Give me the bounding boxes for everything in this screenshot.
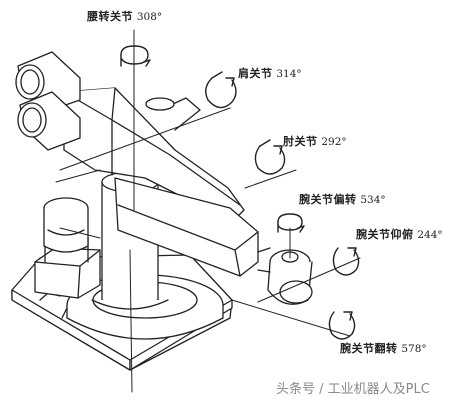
waist-arrow-icon — [120, 45, 151, 67]
rotation-arrows — [120, 45, 360, 340]
wrist-roll-joint-angle: 578° — [401, 343, 427, 355]
wrist-pitch-joint-angle: 244° — [417, 229, 443, 241]
wrist-yaw-arrow-icon — [277, 213, 305, 233]
wrist-roll-joint-name: 腕关节翻转 — [340, 342, 398, 355]
forearm — [114, 177, 259, 277]
wrist-roll-joint-label: 腕关节翻转 578° — [340, 342, 427, 356]
elbow-joint-name: 肘关节 — [283, 135, 318, 148]
shoulder-joint-name: 肩关节 — [238, 67, 273, 80]
waist-joint-angle: 308° — [136, 11, 163, 23]
waist-joint-name: 腰转关节 — [87, 10, 133, 23]
shoulder-joint-angle: 314° — [276, 68, 302, 80]
elbow-arrow-icon — [254, 139, 286, 175]
watermark: 头条号 / 工业机器人及PLC — [276, 382, 430, 397]
wrist-roll-arrow-icon — [328, 311, 356, 340]
elbow-joint-label: 肘关节 292° — [283, 135, 347, 149]
shoulder-joint-label: 肩关节 314° — [238, 67, 302, 81]
wrist-pitch-joint-name: 腕关节仰俯 — [356, 228, 414, 241]
waist-joint-label: 腰转关节 308° — [87, 10, 162, 24]
wrist — [257, 247, 313, 305]
wrist-pitch-arrow-icon — [332, 247, 360, 276]
wrist-yaw-joint-name: 腕关节偏转 — [299, 193, 357, 206]
wrist-pitch-joint-label: 腕关节仰俯 244° — [356, 228, 443, 242]
shoulder-arrow-icon — [205, 71, 237, 109]
shoulder-motors — [15, 51, 81, 151]
wrist-yaw-joint-angle: 534° — [360, 194, 386, 206]
elbow-joint-angle: 292° — [321, 136, 347, 148]
base-motor — [34, 197, 101, 299]
wrist-yaw-joint-label: 腕关节偏转 534° — [299, 193, 386, 207]
